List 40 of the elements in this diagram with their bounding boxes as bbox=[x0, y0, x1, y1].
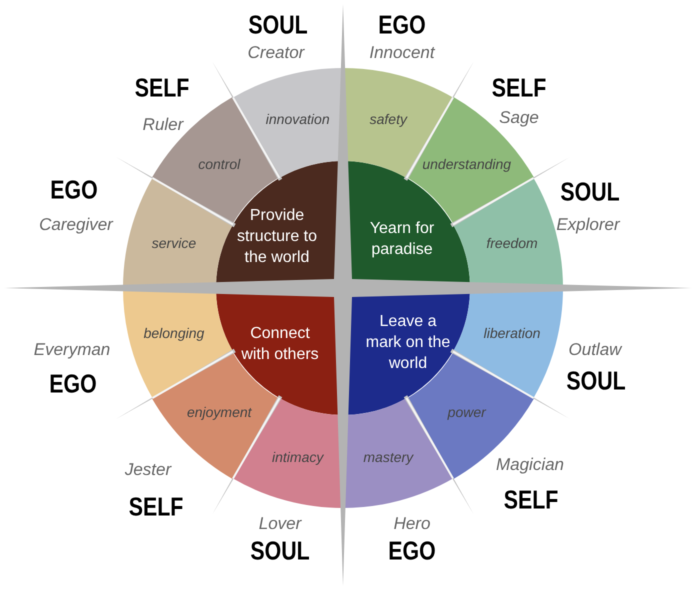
archetype-name: Hero bbox=[394, 514, 430, 534]
archetype-name: Outlaw bbox=[568, 340, 622, 360]
archetype-name: Creator bbox=[248, 43, 304, 63]
segment-label: enjoyment bbox=[186, 404, 252, 420]
archetype-name: Explorer bbox=[556, 215, 620, 235]
segment-label: power bbox=[448, 404, 486, 420]
archetype-type: EGO bbox=[50, 174, 98, 206]
archetype-type: SELF bbox=[134, 72, 190, 104]
archetype-name: Ruler bbox=[142, 114, 184, 135]
segment-label: control bbox=[198, 156, 240, 172]
archetype-name: Innocent bbox=[369, 43, 435, 63]
segment-label: innovation bbox=[266, 110, 330, 127]
archetype-type: SOUL bbox=[566, 366, 626, 396]
archetype-type: SELF bbox=[128, 492, 184, 522]
segment-label: liberation bbox=[484, 325, 540, 342]
quadrant-label: Leave a mark on the world bbox=[364, 312, 452, 374]
archetype-type: SOUL bbox=[560, 176, 620, 208]
archetype-name: Everyman bbox=[34, 340, 110, 360]
segment-label: freedom bbox=[486, 234, 538, 251]
archetype-type: EGO bbox=[378, 10, 426, 40]
segment-label: service bbox=[152, 234, 196, 251]
archetype-type: EGO bbox=[388, 535, 436, 566]
archetype-name: Magician bbox=[496, 455, 564, 475]
archetype-name: Lover bbox=[258, 514, 302, 534]
archetype-type: SOUL bbox=[250, 535, 310, 566]
archetype-type: SOUL bbox=[248, 10, 308, 40]
segment-label: belonging bbox=[144, 325, 204, 342]
segment-label: safety bbox=[370, 110, 407, 127]
archetype-name: Jester bbox=[124, 460, 172, 480]
quadrant-label: Provide structure to the world bbox=[236, 206, 318, 268]
archetype-name: Sage bbox=[499, 108, 539, 128]
quadrant-label: Yearn for paradise bbox=[368, 219, 436, 260]
segment-label: intimacy bbox=[272, 449, 324, 466]
archetype-type: SELF bbox=[504, 484, 558, 516]
archetype-name: Caregiver bbox=[39, 215, 113, 235]
archetype-type: EGO bbox=[49, 368, 97, 400]
archetype-type: SELF bbox=[492, 72, 546, 104]
segment-label: understanding bbox=[422, 156, 512, 172]
segment-label: mastery bbox=[363, 449, 414, 466]
quadrant-label: Connect with others bbox=[240, 324, 320, 365]
